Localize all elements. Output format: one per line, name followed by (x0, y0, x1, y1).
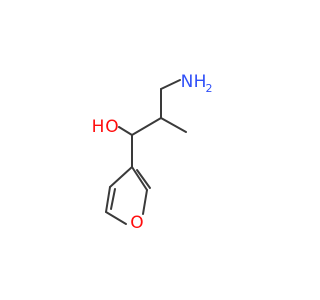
amine-n-label: N (181, 72, 194, 92)
structure-canvas: N H 2 H O O (92, 72, 213, 233)
atom-labels: N H 2 H O O (92, 72, 213, 233)
bond-furan-c2-double (136, 169, 151, 189)
molecule-diagram: N H 2 H O O (92, 72, 213, 233)
amine-h-label: H (194, 72, 207, 92)
bond-furan-c3-c2 (131, 166, 148, 191)
hydroxyl-o-label: O (105, 117, 118, 137)
furan-o-label: O (130, 213, 143, 233)
bond-furan-c5-c4-double (110, 188, 116, 210)
bond-furan-c4-c3 (109, 166, 133, 188)
bond-furan-c5-c4 (105, 186, 111, 213)
bond-ch2-n (160, 79, 181, 90)
bond-furan-o-c5 (105, 211, 127, 225)
bond-furan-c2-o (142, 189, 148, 215)
bond-ch-choh (131, 117, 162, 136)
bonds (105, 79, 187, 225)
amine-h-subscript: 2 (206, 82, 213, 95)
bond-c-oh (118, 126, 133, 136)
hydroxyl-h-label: H (92, 117, 105, 137)
bond-ch-methyl (160, 117, 187, 133)
